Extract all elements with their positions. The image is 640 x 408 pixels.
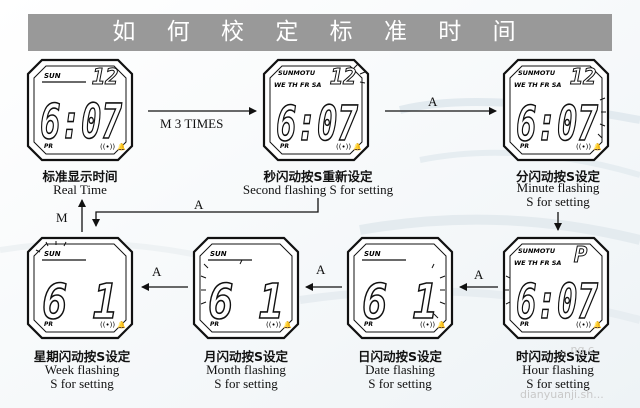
bell-icon: ((•)) 🔔 <box>100 320 126 329</box>
label-second-cn: 秒闪动按S重新设定 <box>263 169 373 184</box>
arrow-label-a-date-month: A <box>316 262 326 277</box>
watch-minute: SUNMOTU WE TH FR SA 12 6:07 PR ((•)) 🔔 <box>502 58 610 162</box>
label-second-en: Second flashing S for setting <box>242 182 394 197</box>
lcd-day-text: SUN <box>210 250 227 258</box>
lcd-day-text: SUN <box>364 250 381 258</box>
label-hour-en1: Hour flashing <box>522 362 594 377</box>
arrow-label-m3: M 3 TIMES <box>160 116 224 131</box>
page-title: 如 何 校 定 标 准 时 间 <box>28 14 612 51</box>
lcd-day-text: SUNMOTU <box>518 247 556 255</box>
arrow-label-a-month-week: A <box>152 264 162 279</box>
watermark-2: ...ng.c <box>560 343 594 356</box>
lcd-main-digits: 6:07 <box>40 94 122 150</box>
label-week-cn: 星期闪动按S设定 <box>33 349 131 364</box>
arrow-label-a1: A <box>428 94 438 109</box>
lcd-top-digits: 12 <box>570 65 597 90</box>
label-week-en2: S for setting <box>50 376 114 391</box>
arrow-label-a-hour-date: A <box>474 267 484 282</box>
lcd-main-digits: 6:07 <box>516 274 598 330</box>
watch-month: SUN 6 1 PR ((•)) 🔔 <box>192 236 300 340</box>
label-date-en2: S for setting <box>368 376 432 391</box>
lcd-top-digits: 12 <box>330 65 357 90</box>
watermark: dianyuanji.sh... <box>520 388 604 401</box>
label-date-en1: Date flashing <box>365 362 435 377</box>
label-real-en: Real Time <box>53 182 107 197</box>
label-minute-cn: 分闪动按S设定 <box>515 169 600 184</box>
bell-icon: ((•)) 🔔 <box>576 142 602 151</box>
watch-hour: SUNMOTU WE TH FR SA P 6:07 PR ((•)) 🔔 <box>502 236 610 340</box>
label-hour-en2: S for setting <box>526 376 590 391</box>
bell-icon: ((•)) 🔔 <box>266 320 292 329</box>
watch-week: SUN 6 1 PR ((•)) 🔔 <box>26 236 134 340</box>
lcd-main-digits: 6 1 <box>42 274 118 330</box>
arrow-label-m-up: M <box>56 210 68 225</box>
lcd-main-digits: 6:07 <box>276 96 358 152</box>
lcd-week-text: WE TH FR SA <box>514 81 561 89</box>
lcd-week-text: WE TH FR SA <box>274 81 321 89</box>
lcd-week-text: WE TH FR SA <box>514 259 561 267</box>
lcd-pr-text: PR <box>44 321 53 328</box>
lcd-top-digits: P <box>574 243 587 268</box>
lcd-pr-text: PR <box>364 321 373 328</box>
lcd-pr-text: PR <box>210 321 219 328</box>
watch-date: SUN 6 1 PR ((•)) 🔔 <box>346 236 454 340</box>
lcd-main-digits: 6 1 <box>362 274 438 330</box>
label-month-en2: S for setting <box>214 376 278 391</box>
bell-icon: ((•)) 🔔 <box>420 320 446 329</box>
label-real-cn: 标准显示时间 <box>42 169 118 184</box>
bell-icon: ((•)) 🔔 <box>100 142 126 151</box>
lcd-pr-text: PR <box>44 143 53 150</box>
lcd-day-text: SUN <box>44 250 61 258</box>
label-minute-en2: S for setting <box>526 194 590 209</box>
bell-icon: ((•)) 🔔 <box>576 320 602 329</box>
lcd-day-text: SUN <box>44 72 61 80</box>
label-minute-en1: Minute flashing <box>516 180 600 195</box>
watch-second: SUNMOTU WE TH FR SA 12 6:07 PR ((•)) 🔔 <box>262 58 370 162</box>
label-date-cn: 日闪动按S设定 <box>357 349 442 364</box>
arrow-label-a2: A <box>194 197 204 212</box>
label-week-en1: Week flashing <box>44 362 120 377</box>
lcd-top-digits: 12 <box>92 65 119 90</box>
label-month-en1: Month flashing <box>206 362 286 377</box>
lcd-pr-text: PR <box>280 143 289 150</box>
bell-icon: ((•)) 🔔 <box>336 142 362 151</box>
watch-real-time: SUN 12 6:07 PR ((•)) 🔔 <box>26 58 134 162</box>
lcd-day-text: SUNMOTU <box>278 69 316 77</box>
lcd-pr-text: PR <box>520 321 529 328</box>
arrow-second-back-to-real <box>92 198 319 227</box>
lcd-main-digits: 6 1 <box>208 274 284 330</box>
lcd-pr-text: PR <box>520 143 529 150</box>
lcd-day-text: SUNMOTU <box>518 69 556 77</box>
lcd-main-digits: 6:07 <box>516 96 598 152</box>
label-month-cn: 月闪动按S设定 <box>203 349 288 364</box>
label-hour-cn: 时闪动按S设定 <box>515 349 600 364</box>
